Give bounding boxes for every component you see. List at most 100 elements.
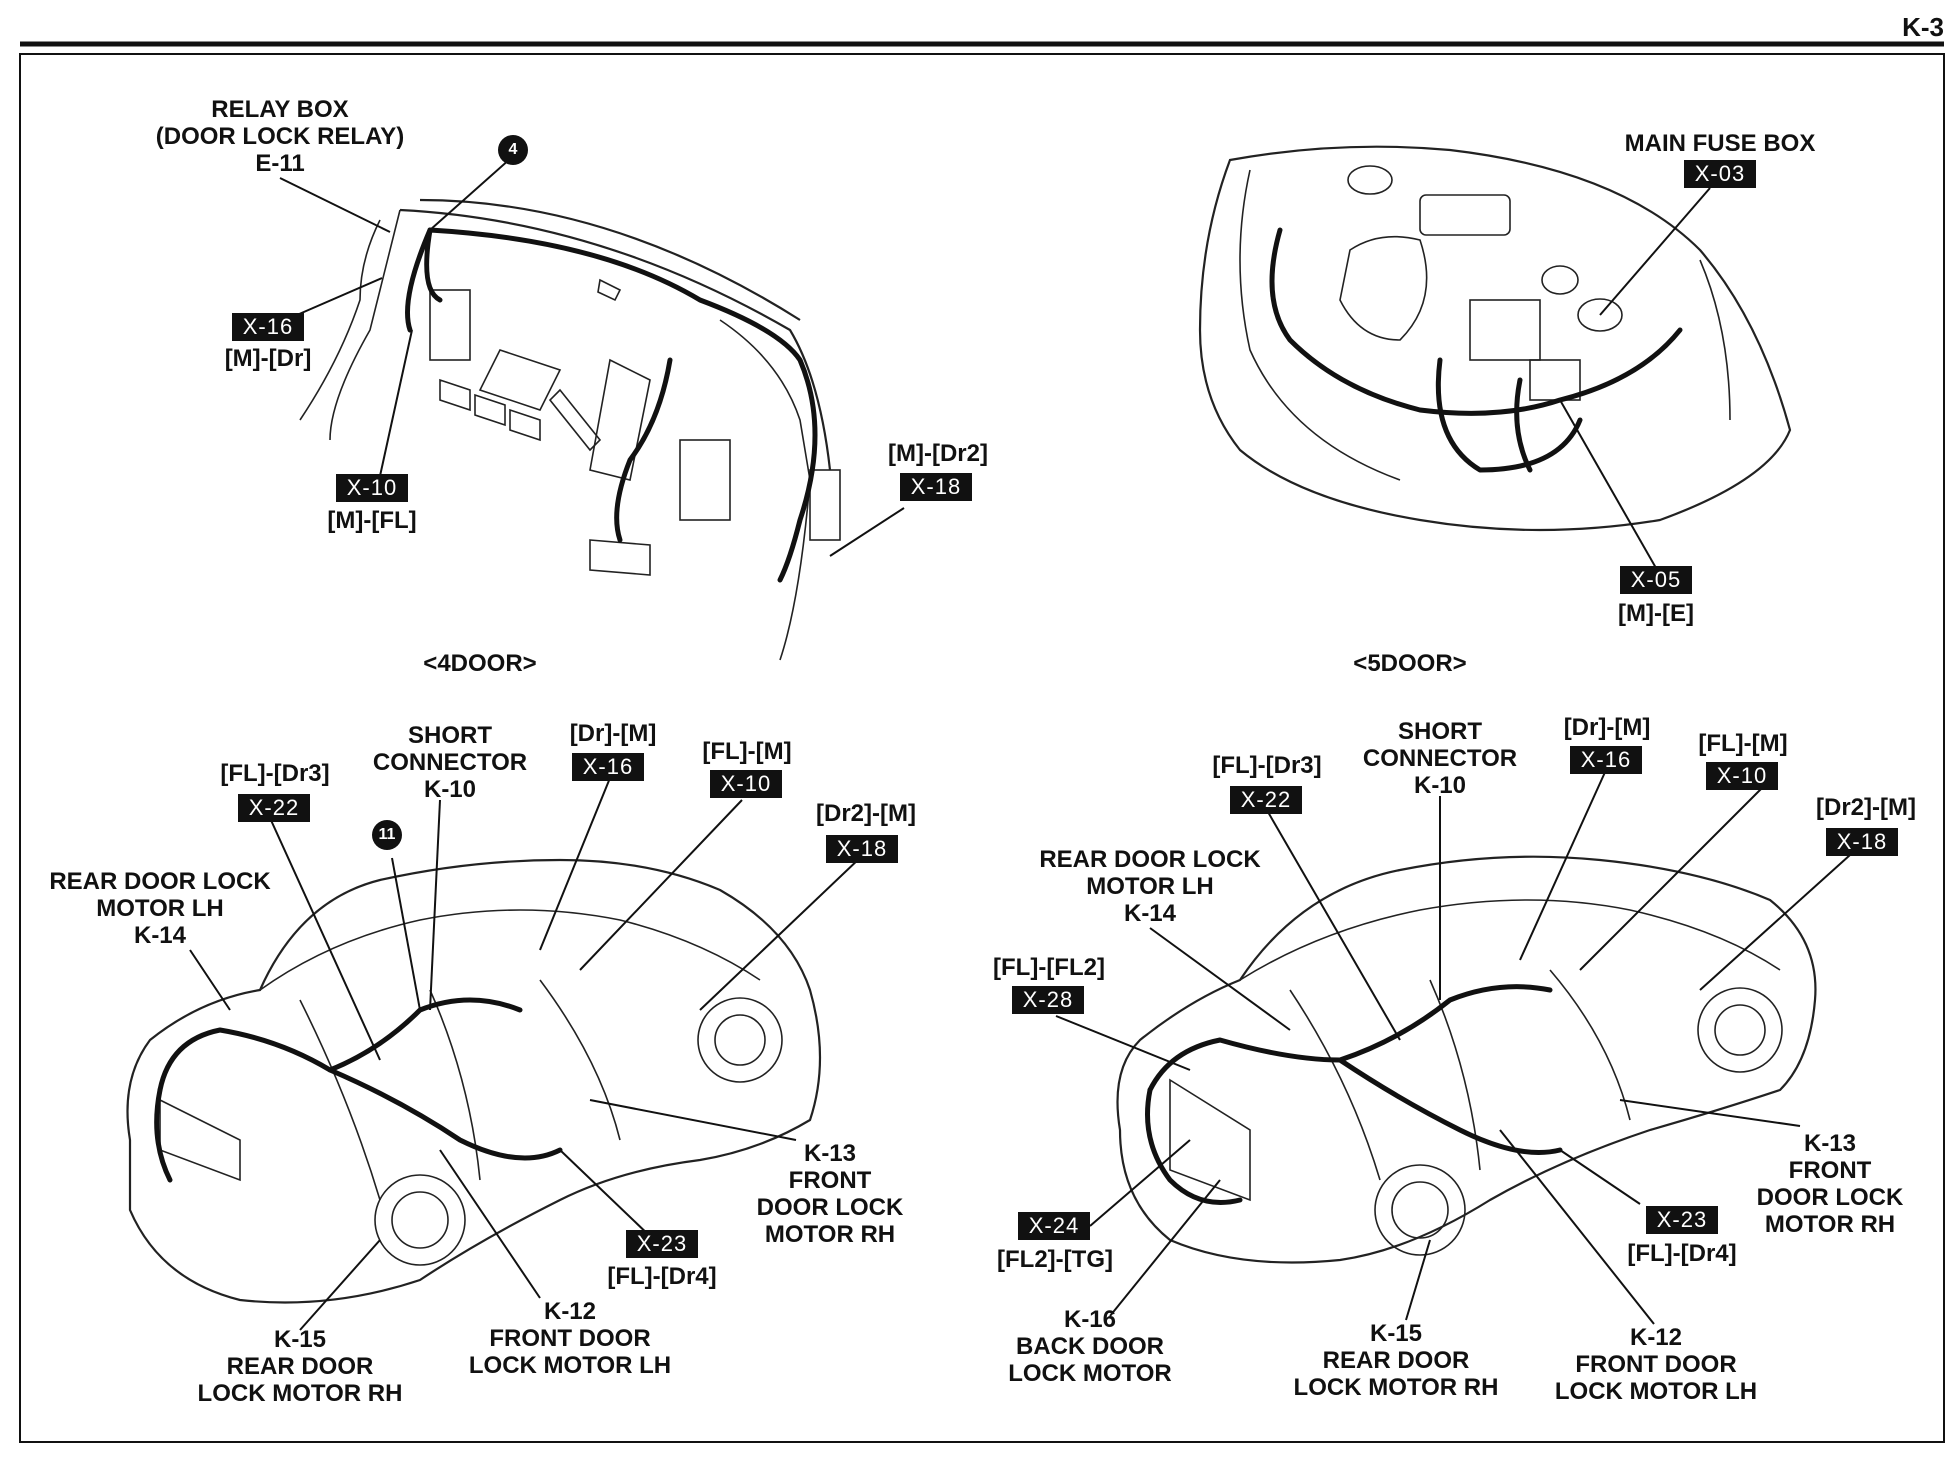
caption-5door: <5DOOR> bbox=[1353, 650, 1467, 677]
k12-5door-line3: LOCK MOTOR LH bbox=[1554, 1378, 1758, 1405]
connector-x10-ip: X-10 bbox=[336, 474, 408, 502]
vehicle-4door-drawing bbox=[126, 858, 822, 1304]
connector-x18-4door-pins: [Dr2]-[M] bbox=[816, 800, 916, 827]
connector-x23-5door: X-23 bbox=[1646, 1206, 1718, 1234]
k15-4door-label: K-15 REAR DOOR LOCK MOTOR RH bbox=[180, 1326, 420, 1407]
connector-x10-ip-pins: [M]-[FL] bbox=[327, 507, 417, 534]
connector-x05-pins: [M]-[E] bbox=[1618, 600, 1694, 627]
connector-x22-5door: X-22 bbox=[1230, 786, 1302, 814]
engine-room-5door-drawing bbox=[1198, 145, 1792, 532]
connector-x10-5door: X-10 bbox=[1706, 762, 1778, 790]
k12-5door-code: K-12 bbox=[1629, 1324, 1683, 1351]
connector-x10-4door: X-10 bbox=[710, 770, 782, 798]
k13-4door-code: K-13 bbox=[803, 1140, 857, 1167]
connector-x18-5door-pins: [Dr2]-[M] bbox=[1816, 794, 1916, 821]
connector-x10-5door-pins: [FL]-[M] bbox=[1698, 730, 1788, 757]
k13-5door-line3: DOOR LOCK bbox=[1756, 1184, 1904, 1211]
k16-5door-line2: BACK DOOR bbox=[1016, 1333, 1164, 1360]
k14-5door-label: REAR DOOR LOCK MOTOR LH K-14 bbox=[1030, 846, 1270, 927]
short-connector-5door-line1: SHORT bbox=[1398, 718, 1482, 745]
connector-x28-5door-pins: [FL]-[FL2] bbox=[993, 954, 1105, 981]
k12-4door-code: K-12 bbox=[543, 1298, 597, 1325]
k12-4door-line3: LOCK MOTOR LH bbox=[468, 1352, 672, 1379]
connector-x16-ip: X-16 bbox=[232, 313, 304, 341]
leader-lines-4door-vehicle bbox=[189, 777, 863, 1331]
k14-5door-line1: REAR DOOR LOCK bbox=[1039, 846, 1261, 873]
k14-4door-line1: REAR DOOR LOCK bbox=[49, 868, 271, 895]
caption-4door: <4DOOR> bbox=[423, 650, 537, 677]
k12-4door-label: K-12 FRONT DOOR LOCK MOTOR LH bbox=[450, 1298, 690, 1379]
k14-4door-code: K-14 bbox=[133, 922, 187, 949]
k15-5door-code: K-15 bbox=[1369, 1320, 1423, 1347]
k12-4door-line2: FRONT DOOR bbox=[489, 1325, 651, 1352]
leader-lines-5door-engine bbox=[1559, 187, 1711, 569]
k13-4door-line3: DOOR LOCK bbox=[756, 1194, 904, 1221]
connector-x03: X-03 bbox=[1684, 160, 1756, 188]
k12-5door-label: K-12 FRONT DOOR LOCK MOTOR LH bbox=[1536, 1324, 1776, 1405]
connector-x18-ip: X-18 bbox=[900, 473, 972, 501]
short-connector-4door-line2: CONNECTOR bbox=[372, 749, 528, 776]
connector-x16-4door: X-16 bbox=[572, 753, 644, 781]
vehicle-5door-drawing bbox=[1116, 855, 1817, 1264]
k15-5door-label: K-15 REAR DOOR LOCK MOTOR RH bbox=[1276, 1320, 1516, 1401]
short-connector-5door-label: SHORT CONNECTOR K-10 bbox=[1340, 718, 1540, 799]
short-connector-5door-line2: CONNECTOR bbox=[1362, 745, 1518, 772]
connector-x16-ip-pins: [M]-[Dr] bbox=[224, 345, 312, 372]
short-connector-5door-code: K-10 bbox=[1413, 772, 1467, 799]
page-number: K-3 bbox=[1902, 12, 1944, 42]
k14-5door-line2: MOTOR LH bbox=[1086, 873, 1214, 900]
connector-x05: X-05 bbox=[1620, 566, 1692, 594]
relay-box-line2: (DOOR LOCK RELAY) bbox=[155, 123, 405, 150]
short-connector-4door-line1: SHORT bbox=[408, 722, 492, 749]
k16-5door-label: K-16 BACK DOOR LOCK MOTOR bbox=[990, 1306, 1190, 1387]
page-frame bbox=[19, 53, 1945, 1443]
k16-5door-line3: LOCK MOTOR bbox=[1008, 1360, 1172, 1387]
leader-lines-5door-vehicle bbox=[1055, 769, 1861, 1325]
k13-5door-line2: FRONT bbox=[1788, 1157, 1872, 1184]
connector-x18-ip-pins: [M]-[Dr2] bbox=[888, 440, 988, 467]
connector-x18-5door: X-18 bbox=[1826, 828, 1898, 856]
relay-box-line1: RELAY BOX bbox=[211, 96, 349, 123]
connector-x16-5door: X-16 bbox=[1570, 746, 1642, 774]
connector-x23-4door: X-23 bbox=[626, 1230, 698, 1258]
connector-x23-5door-pins: [FL]-[Dr4] bbox=[1627, 1240, 1737, 1267]
k15-4door-line2: REAR DOOR bbox=[226, 1353, 374, 1380]
short-connector-4door-code: K-10 bbox=[423, 776, 477, 803]
connector-x22-4door: X-22 bbox=[238, 794, 310, 822]
connector-x23-4door-pins: [FL]-[Dr4] bbox=[607, 1263, 717, 1290]
main-fuse-box-label: MAIN FUSE BOX bbox=[1624, 130, 1816, 157]
marker-11: 11 bbox=[372, 820, 402, 850]
marker-4: 4 bbox=[498, 135, 528, 165]
k12-5door-line2: FRONT DOOR bbox=[1575, 1351, 1737, 1378]
k14-4door-label: REAR DOOR LOCK MOTOR LH K-14 bbox=[40, 868, 280, 949]
connector-x10-4door-pins: [FL]-[M] bbox=[702, 738, 792, 765]
k13-4door-label: K-13 FRONT DOOR LOCK MOTOR RH bbox=[740, 1140, 920, 1248]
k16-5door-code: K-16 bbox=[1063, 1306, 1117, 1333]
instrument-panel-4door-drawing bbox=[299, 198, 841, 661]
connector-x22-5door-pins: [FL]-[Dr3] bbox=[1212, 752, 1322, 779]
k14-4door-line2: MOTOR LH bbox=[96, 895, 224, 922]
k13-4door-line4: MOTOR RH bbox=[764, 1221, 896, 1248]
connector-x22-4door-pins: [FL]-[Dr3] bbox=[220, 760, 330, 787]
k13-5door-label: K-13 FRONT DOOR LOCK MOTOR RH bbox=[1740, 1130, 1920, 1238]
connector-x16-5door-pins: [Dr]-[M] bbox=[1563, 714, 1651, 741]
leader-lines-4door-ip bbox=[279, 149, 905, 557]
k14-5door-code: K-14 bbox=[1123, 900, 1177, 927]
k13-5door-line4: MOTOR RH bbox=[1764, 1211, 1896, 1238]
connector-x24-5door-pins: [FL2]-[TG] bbox=[997, 1246, 1113, 1273]
k15-5door-line2: REAR DOOR bbox=[1322, 1347, 1470, 1374]
k15-4door-code: K-15 bbox=[273, 1326, 327, 1353]
k15-4door-line3: LOCK MOTOR RH bbox=[197, 1380, 403, 1407]
connector-x28-5door: X-28 bbox=[1012, 986, 1084, 1014]
connector-x24-5door: X-24 bbox=[1018, 1212, 1090, 1240]
k13-4door-line2: FRONT bbox=[788, 1167, 872, 1194]
short-connector-4door-label: SHORT CONNECTOR K-10 bbox=[350, 722, 550, 803]
relay-box-code: E-11 bbox=[255, 150, 305, 177]
relay-box-label: RELAY BOX (DOOR LOCK RELAY) E-11 bbox=[150, 96, 410, 177]
connector-x16-4door-pins: [Dr]-[M] bbox=[569, 720, 657, 747]
k13-5door-code: K-13 bbox=[1803, 1130, 1857, 1157]
connector-x18-4door: X-18 bbox=[826, 835, 898, 863]
k15-5door-line3: LOCK MOTOR RH bbox=[1293, 1374, 1499, 1401]
